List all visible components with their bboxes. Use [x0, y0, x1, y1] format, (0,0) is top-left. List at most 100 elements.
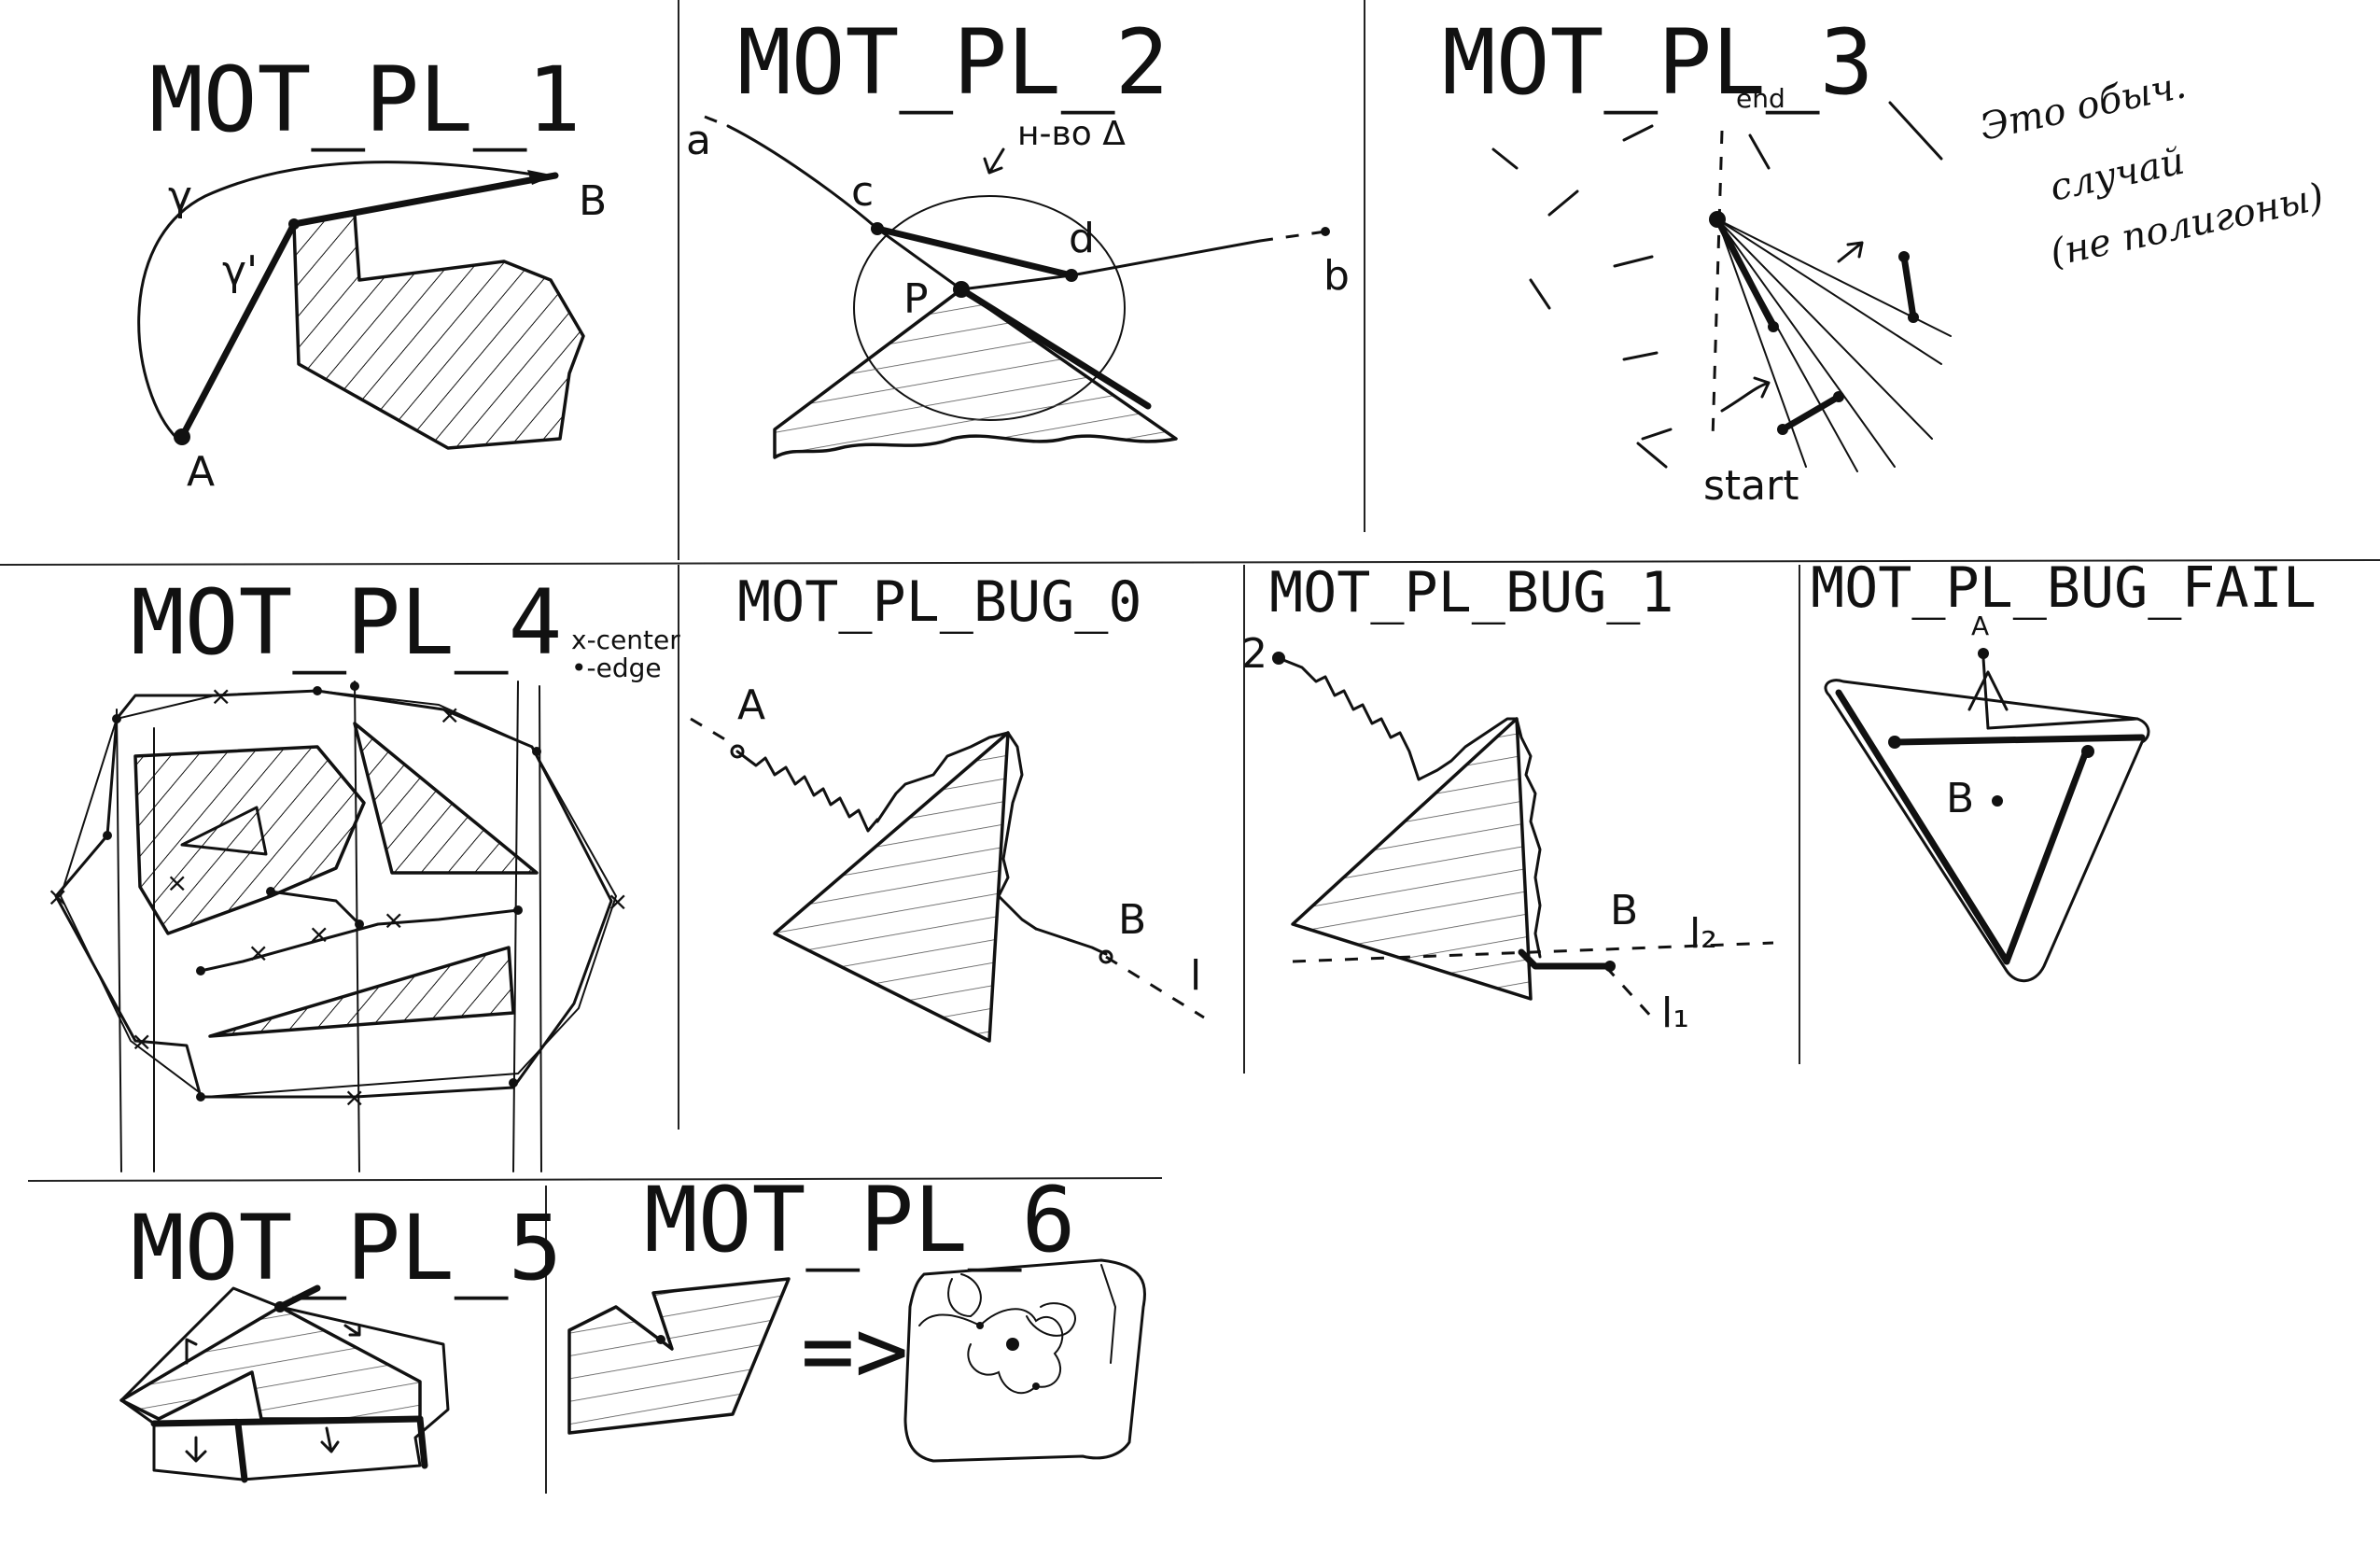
- arrow-icon: [1967, 670, 2009, 711]
- point-b: [1321, 227, 1330, 236]
- cell-divider: [416, 1415, 428, 1469]
- panel-title: MOT_PL_2: [737, 10, 1169, 115]
- path-a-to-c: [726, 124, 879, 231]
- vertex-point: [2081, 745, 2094, 758]
- label-b: B: [1946, 775, 1974, 822]
- origin-point: [1709, 211, 1726, 228]
- segment-c-d: [874, 225, 1075, 279]
- label-l: l: [1190, 952, 1201, 1000]
- path-a-dashed: [704, 115, 729, 128]
- arc-stroke: [1748, 133, 1771, 170]
- point-a: [730, 744, 745, 759]
- obstacle-edge: [1891, 734, 2146, 746]
- annotation-arrow-icon: [983, 147, 1005, 175]
- label-b: b: [1323, 252, 1350, 300]
- path-from-a-2: [1986, 717, 2139, 730]
- obstacle-segment: [1779, 393, 1842, 433]
- vertex-point: [1032, 1383, 1040, 1390]
- vertex-point: [1768, 321, 1779, 332]
- sweep-ray: [1716, 218, 1896, 468]
- obstacle-edge: [2003, 748, 2090, 965]
- reference-ray: [1711, 130, 1724, 440]
- roadmap-edge: [1100, 1264, 1117, 1364]
- center-marker: ×: [308, 919, 329, 949]
- label-a: A: [1971, 611, 1989, 641]
- sweep-ray: [1716, 218, 1942, 365]
- sweep-direction-arrow-icon: [1720, 376, 1771, 413]
- obstacle-polygon: [119, 1305, 422, 1421]
- segment-c-p: [875, 227, 963, 291]
- obstacle-triangle: [353, 722, 539, 875]
- panel-title: MOT_PL_3: [1442, 10, 1873, 115]
- l2-line-dashed: [1292, 941, 1774, 963]
- arc-stroke: [1622, 124, 1654, 142]
- label-gamma-prime: γ': [222, 247, 258, 295]
- roadmap-loop: [54, 689, 613, 1099]
- label-end: end: [1736, 83, 1785, 114]
- center-marker: ×: [607, 886, 628, 917]
- arc-stroke: [1641, 428, 1673, 441]
- note-line-2: случай: [2047, 140, 2189, 210]
- segment-p-d: [959, 274, 1073, 291]
- panel-mot-pl-bug-0: MOT_PL_BUG_0 A B l: [690, 569, 1205, 1043]
- roadmap-loop: [947, 1273, 982, 1318]
- panel-mot-pl-3: MOT_PL_3 end: [1442, 10, 2328, 510]
- bug-path-3: [1518, 948, 1614, 970]
- panel-mot-pl-2: MOT_PL_2 a b c d P н-во Δ: [686, 10, 1350, 459]
- edge-marker: [196, 966, 205, 976]
- arc-stroke: [1636, 442, 1668, 469]
- start-point: [1272, 652, 1285, 665]
- vertical-line: [512, 681, 519, 1172]
- label-gamma: γ: [168, 173, 192, 220]
- label-a: A: [187, 448, 215, 496]
- center-marker: ×: [166, 867, 188, 898]
- panel-mot-pl-1: MOT_PL_1 B A γ γ': [137, 48, 607, 496]
- center-marker: ×: [439, 699, 460, 730]
- roadmap-middle: [199, 908, 520, 973]
- panel-title: MOT_PL_BUG_0: [737, 569, 1141, 635]
- vertex-point: [1006, 1338, 1019, 1351]
- obstacle-triangle: [773, 288, 1178, 459]
- annotation-text: н-во Δ: [1017, 115, 1126, 153]
- point-d: [1065, 269, 1078, 282]
- roadmap-path: [54, 689, 613, 1099]
- cell-divider: [276, 1284, 321, 1311]
- panel-title: MOT_PL_1: [149, 48, 581, 152]
- divider-h2: [27, 1177, 1163, 1182]
- arc-stroke: [1613, 255, 1654, 268]
- l1-line-dashed: [1603, 964, 1654, 1019]
- vertex-point: [1908, 312, 1919, 323]
- path-from-a: [1981, 656, 1990, 730]
- obstacle-edge: [1835, 689, 2010, 965]
- vertex-point: [1888, 736, 1901, 749]
- panel-mot-pl-bug-fail: MOT_PL_BUG_FAIL A B: [1811, 555, 2317, 983]
- ray-pointer-arrow-icon: [1837, 241, 1864, 263]
- label-b: B: [1118, 896, 1146, 944]
- vertical-line: [539, 685, 542, 1172]
- label-a: a: [686, 117, 711, 164]
- edge-marker: [350, 681, 359, 691]
- panel-mot-pl-5: MOT_PL_5: [119, 1196, 562, 1483]
- path-to-goal: [1034, 927, 1108, 956]
- obstacle-segment: [1714, 216, 1777, 330]
- outer-loop-path: [1824, 679, 2150, 983]
- edge-marker: [196, 1092, 205, 1102]
- vertex-point: [1898, 251, 1910, 262]
- arc-stroke: [1529, 278, 1551, 310]
- roadmap-branch: [269, 890, 361, 926]
- obstacle-segment: [1900, 253, 1917, 321]
- vertex-point: [288, 218, 300, 230]
- vertex-point: [1833, 391, 1844, 402]
- label-c: c: [851, 168, 874, 216]
- point-c: [871, 222, 884, 235]
- right-arrow-icon: [343, 1324, 361, 1337]
- label-d: d: [1069, 215, 1095, 262]
- point-a: [174, 428, 190, 445]
- edge-marker: [509, 1078, 518, 1088]
- obstacle-inner-triangle: [180, 806, 268, 856]
- vertex-point: [1777, 424, 1788, 435]
- obstacle-polygon: [292, 213, 585, 450]
- label-l2: l₂: [1689, 910, 1717, 958]
